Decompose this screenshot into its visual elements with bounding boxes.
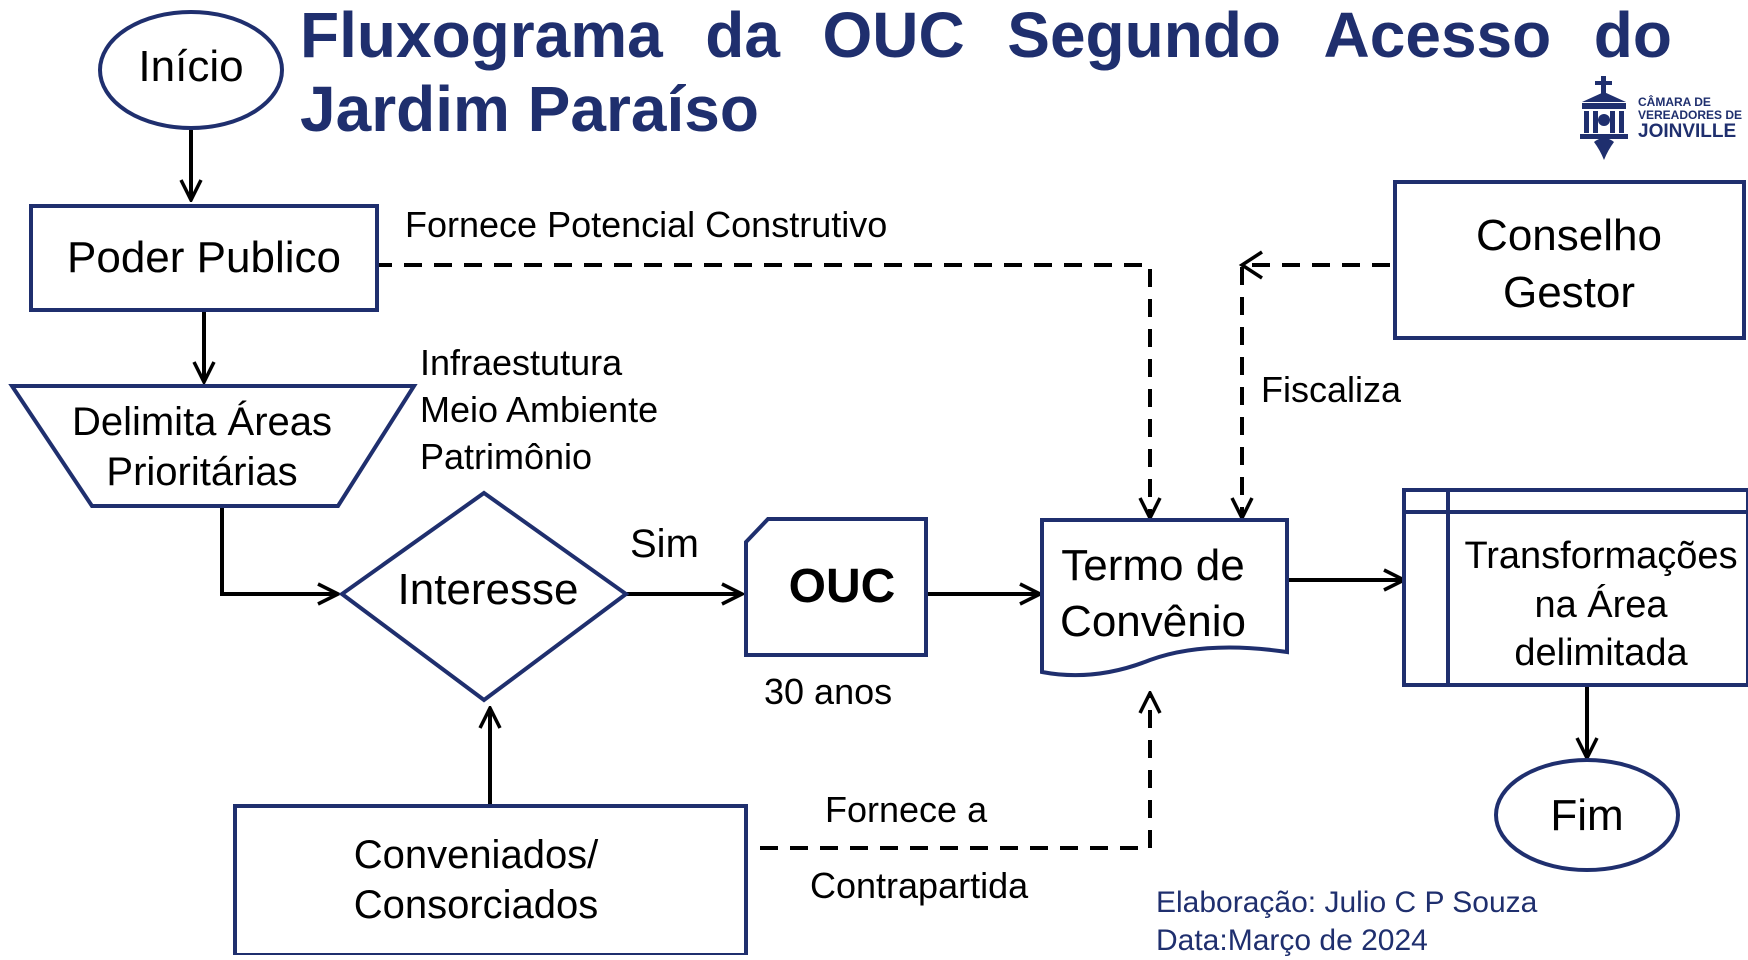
fornece-a-label: Fornece a [825, 789, 988, 830]
termo-label-2: Convênio [1060, 597, 1246, 646]
logo-line-2: VEREADORES DE [1638, 108, 1743, 122]
fiscaliza-label: Fiscaliza [1261, 369, 1402, 410]
infra-label-2: Meio Ambiente [420, 389, 658, 430]
contrapartida-label: Contrapartida [810, 865, 1029, 906]
conselho-label-1: Conselho [1476, 211, 1662, 260]
title-word: do [1593, 0, 1672, 71]
building-crest-icon [1580, 76, 1628, 160]
logo-line-1: CÂMARA DE [1638, 95, 1711, 109]
title-line-1: Fluxograma da OUC Segundo Acesso do [300, 0, 1672, 72]
logo-text: CÂMARA DE VEREADORES DE JOINVILLE [1638, 96, 1742, 142]
anos-label: 30 anos [764, 671, 892, 712]
start-label: Início [138, 42, 243, 91]
credit-date: Data:Março de 2024 [1156, 924, 1428, 957]
camara-logo: CÂMARA DE VEREADORES DE JOINVILLE [1574, 72, 1748, 162]
fiscaliza-arrowhead [1238, 250, 1263, 280]
conveniados-label-1: Conveniados/ [354, 833, 599, 877]
dashed-arrow-conveniados-termo [760, 693, 1150, 850]
title-word: OUC [822, 0, 965, 71]
arrow-delimita-interesse [220, 506, 338, 594]
termo-label-1: Termo de [1061, 541, 1244, 590]
delimita-trapezoid [8, 384, 418, 508]
dashed-arrow-conselho-termo [1242, 263, 1390, 518]
title-word: Fluxograma [300, 0, 663, 71]
interesse-diamond [338, 490, 630, 703]
transformacoes-label-2: na Área [1534, 583, 1668, 626]
title-word: Segundo [1007, 0, 1281, 71]
fornece-potencial-label: Fornece Potencial Construtivo [405, 204, 887, 245]
infra-label-3: Patrimônio [420, 436, 592, 477]
conveniados-box [233, 804, 748, 955]
end-node [1494, 758, 1680, 872]
sim-label: Sim [630, 522, 699, 566]
logo-line-3: JOINVILLE [1638, 121, 1737, 142]
conselho-label-2: Gestor [1503, 268, 1635, 317]
title-word: Acesso [1323, 0, 1552, 71]
end-label: Fim [1550, 791, 1623, 840]
poder-publico-box [29, 204, 379, 312]
ouc-card [744, 517, 928, 657]
page-title: Fluxograma da OUC Segundo Acesso do Jard… [300, 0, 1672, 146]
poder-publico-label: Poder Publico [67, 233, 341, 282]
credit-author: Elaboração: Julio C P Souza [1156, 886, 1538, 919]
termo-document [1040, 518, 1289, 678]
conselho-box [1393, 180, 1746, 340]
delimita-label-1: Delimita Áreas [72, 399, 332, 444]
credit-block: Elaboração: Julio C P Souza Data:Março d… [1156, 884, 1537, 960]
transformacoes-label-1: Transformações [1464, 535, 1737, 577]
start-node [98, 10, 284, 130]
title-word: da [705, 0, 780, 71]
infra-label-1: Infraestutura [420, 342, 623, 383]
delimita-label-2: Prioritárias [106, 450, 297, 494]
title-line-2: Jardim Paraíso [300, 73, 759, 145]
conveniados-label-2: Consorciados [354, 883, 599, 927]
transformacoes-label-3: delimitada [1514, 632, 1688, 674]
ouc-label: OUC [789, 560, 896, 613]
transformacoes-process [1402, 488, 1748, 687]
dashed-arrow-poder-termo [374, 263, 1150, 518]
interesse-label: Interesse [398, 565, 579, 614]
